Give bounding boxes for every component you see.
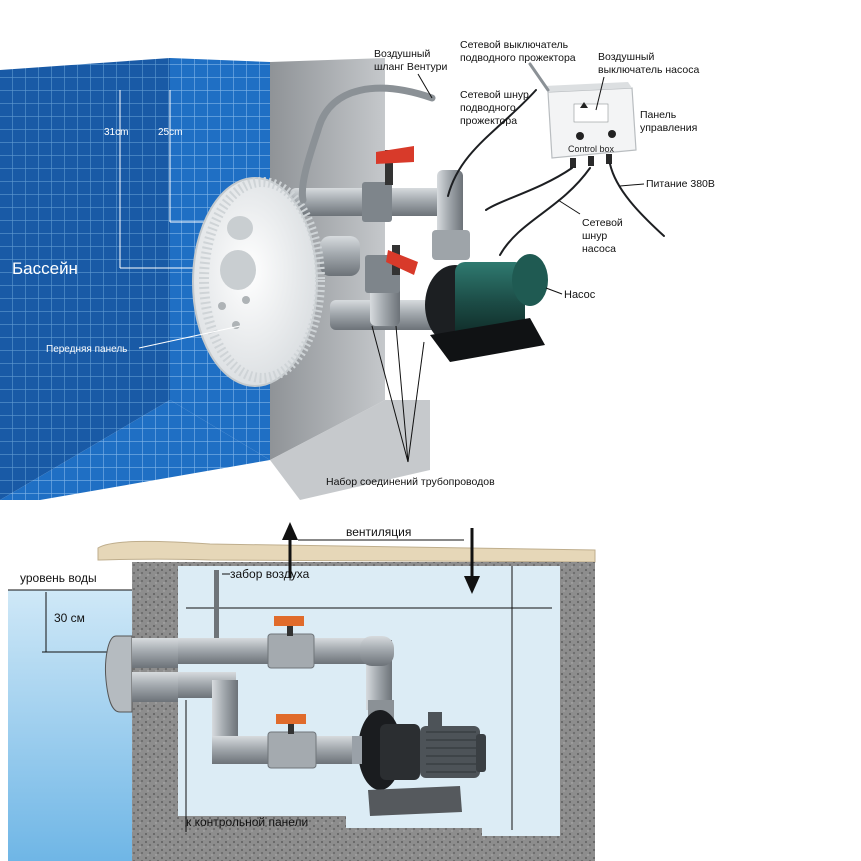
valve-lower xyxy=(276,714,306,734)
light-switch-label-line2: подводного прожектора xyxy=(460,52,576,64)
light-switch-label: Сетевой выключатель подводного прожектор… xyxy=(460,39,576,64)
front-panel-label: Передняя панель xyxy=(46,344,127,355)
front-panel xyxy=(192,177,325,387)
union-coupling-top xyxy=(362,182,392,222)
ventilation-label: вентиляция xyxy=(346,525,411,539)
light-switch-cord xyxy=(528,62,550,92)
control-panel-label: Панель управления xyxy=(640,109,697,134)
pump-air-switch-label: Воздушный выключатель насоса xyxy=(598,51,699,76)
pool-label: Бассейн xyxy=(12,259,78,278)
coping xyxy=(97,540,596,563)
ventilation-arrows xyxy=(282,522,480,594)
venturi-hose xyxy=(298,84,436,204)
pump-cord-leader xyxy=(557,199,581,215)
pump-air-switch-leader xyxy=(595,76,605,111)
power-leader xyxy=(619,183,645,187)
pool-water xyxy=(8,590,132,861)
pit-pump xyxy=(352,700,486,816)
light-switch-label-line1: Сетевой выключатель xyxy=(460,39,569,51)
air-intake-tube xyxy=(214,570,219,640)
air-intake-label: забор воздуха xyxy=(230,567,310,581)
pump-cord-label-line2: шнур xyxy=(582,230,607,242)
venturi-hose-leader xyxy=(417,73,433,99)
valve-upper xyxy=(274,616,304,636)
venturi-hose-label-line1: Воздушный xyxy=(374,48,430,60)
front-panel-leader xyxy=(138,325,241,349)
dim-31-label: 31cm xyxy=(104,127,128,138)
light-cord-label: Сетевой шнур подводного прожектора xyxy=(460,89,529,127)
venturi-hose-label: Воздушный шланг Вентури xyxy=(374,48,447,73)
pump-cord-label-line1: Сетевой xyxy=(582,217,623,229)
control-panel-label-line1: Панель xyxy=(640,109,677,121)
pump-air-switch-label-line1: Воздушный xyxy=(598,51,654,63)
bottom-diagram: уровень воды 30 см вентиляция забор возд… xyxy=(8,522,596,861)
power-label: Питание 380В xyxy=(646,178,715,190)
pump-cord-label: Сетевой шнур насоса xyxy=(582,217,623,255)
control-panel-label-line2: управления xyxy=(640,122,697,134)
jet-nozzle xyxy=(105,635,178,713)
light-cord-label-line2: подводного xyxy=(460,102,516,114)
pump-air-switch-label-line2: выключатель насоса xyxy=(598,64,699,76)
pump-cord-label-line3: насоса xyxy=(582,243,616,255)
upper-union xyxy=(267,633,315,669)
dim-25-label: 25cm xyxy=(158,127,182,138)
pipe-kit-label: Набор соединений трубопроводов xyxy=(326,476,495,488)
control-box-label: Control box xyxy=(568,144,615,154)
pump-cord xyxy=(499,167,591,256)
light-cord-label-line1: Сетевой шнур xyxy=(460,89,529,101)
pump-leader xyxy=(545,287,563,295)
pool-left-wall xyxy=(0,58,170,500)
water-level-label: уровень воды xyxy=(20,571,97,585)
upper-elbow xyxy=(360,636,394,666)
pump xyxy=(425,230,548,362)
valve-top xyxy=(376,146,414,185)
pump-label: Насос xyxy=(564,289,596,301)
power-cord xyxy=(609,163,665,237)
concrete-wall-side xyxy=(270,400,430,500)
valve-bottom xyxy=(386,245,418,275)
to-control-panel-label: к контрольной панели xyxy=(186,815,308,829)
light-cord xyxy=(447,89,537,197)
pipe-kit-leaders xyxy=(371,325,425,463)
venturi-hose-label-line2: шланг Вентури xyxy=(374,61,447,73)
union-coupling-bottom xyxy=(365,255,400,293)
top-diagram: 31cm 25cm Бассейн Передняя п xyxy=(0,39,715,500)
concrete-walls xyxy=(132,562,595,861)
depth-label: 30 см xyxy=(54,611,85,625)
cables xyxy=(298,62,665,256)
switch-cord xyxy=(485,167,573,211)
control-box xyxy=(544,82,637,168)
pool-floor xyxy=(0,400,270,500)
upper-pipe-riser xyxy=(437,170,463,240)
light-cord-label-line3: прожектора xyxy=(460,115,517,127)
lower-union xyxy=(267,731,317,769)
lower-pipe xyxy=(320,236,360,276)
